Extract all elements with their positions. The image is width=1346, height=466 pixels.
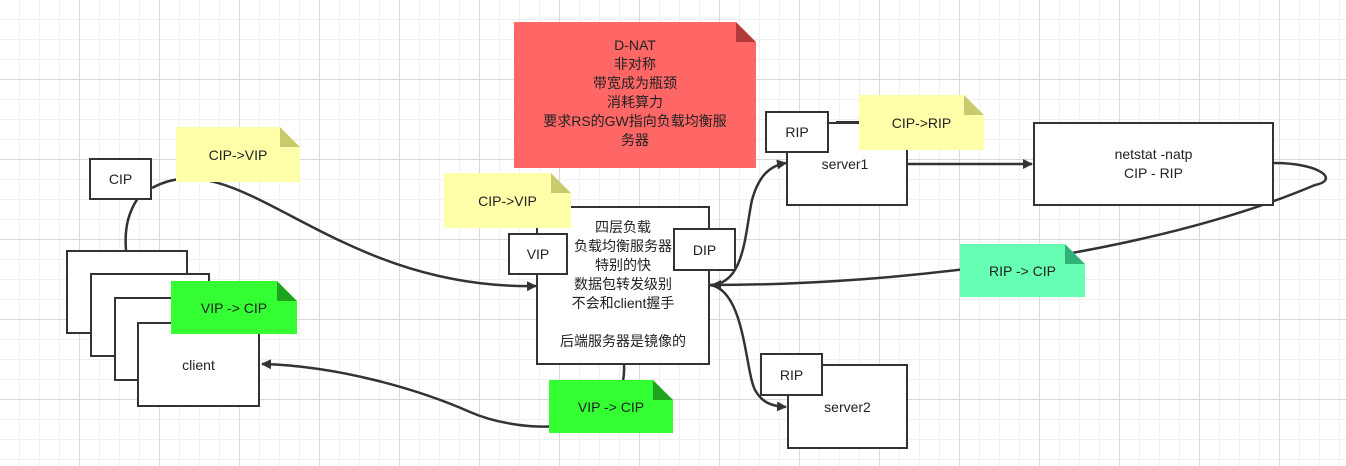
note-lb-cip-to-vip: CIP->VIP: [444, 173, 571, 228]
note-rip-to-cip: RIP -> CIP: [960, 244, 1085, 297]
cip-tag[interactable]: CIP: [89, 158, 152, 200]
client-node[interactable]: client: [137, 322, 260, 407]
client-to-cip-line: [124, 197, 140, 251]
vip-tag[interactable]: VIP: [508, 233, 568, 275]
netstat-text: netstat -natp CIP - RIP: [1114, 146, 1193, 181]
note-dnat: D-NAT 非对称 带宽成为瓶颈 消耗算力 要求RS的GW指向负载均衡服 务器: [514, 22, 756, 168]
server-return-arrow: [711, 161, 1328, 290]
note-client-cip-to-vip: CIP->VIP: [176, 127, 300, 182]
cip-tag-label: CIP: [108, 171, 133, 187]
server2-rip-tag[interactable]: RIP: [760, 353, 823, 396]
server1-rip-tag[interactable]: RIP: [765, 111, 829, 153]
lb-to-server1-arrow: [709, 159, 787, 287]
lb-to-server2-arrow: [709, 283, 787, 412]
netstat-box: netstat -natp CIP - RIP: [1033, 122, 1274, 206]
server2-label: server2: [824, 398, 871, 415]
server1-label: server1: [821, 156, 869, 172]
load-balancer-text: 四层负载 负载均衡服务器 特别的快 数据包转发级别 不会和client握手 后端…: [560, 219, 686, 349]
client-label: client: [182, 356, 215, 373]
server2-node[interactable]: server2: [787, 364, 908, 449]
note-server1-cip-to-rip: CIP->RIP: [859, 95, 984, 150]
note-lb-vip-to-cip: VIP -> CIP: [549, 380, 673, 433]
dip-tag[interactable]: DIP: [673, 228, 736, 271]
note-client-vip-to-cip: VIP -> CIP: [171, 281, 297, 334]
